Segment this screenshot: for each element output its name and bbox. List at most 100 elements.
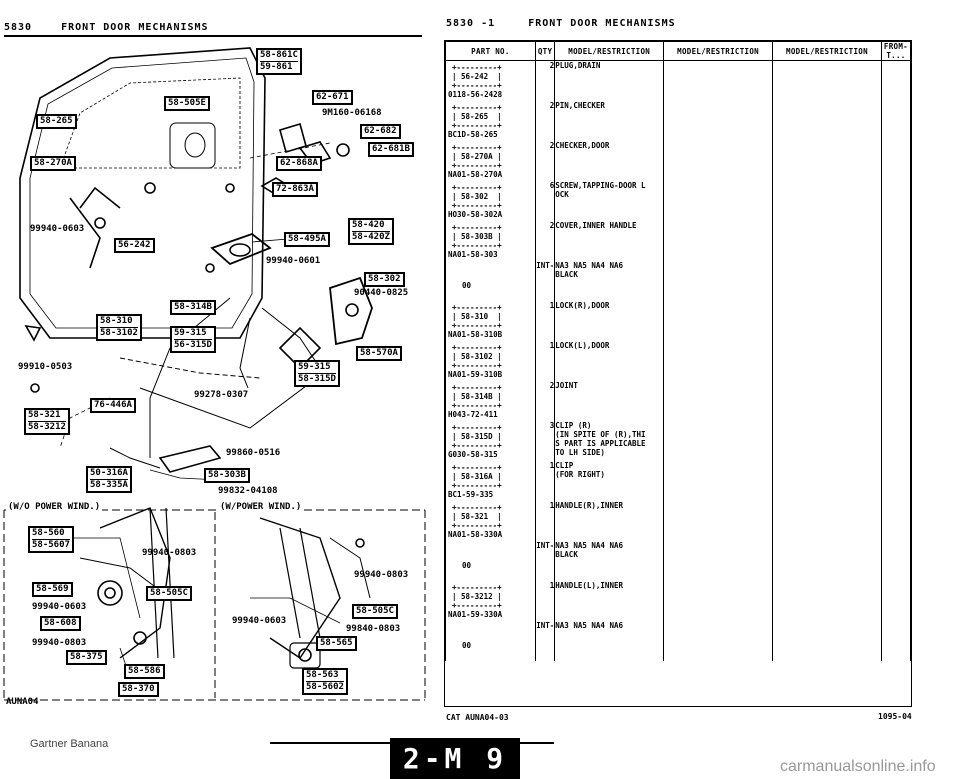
qty-cell: INT- bbox=[534, 261, 556, 301]
qty-cell: 1 bbox=[534, 301, 556, 341]
part-number: HO30-58-302A bbox=[448, 210, 503, 219]
empty-cell bbox=[663, 581, 774, 621]
parts-table-header: PART NO. QTY MODEL/RESTRICTION MODEL/RES… bbox=[445, 41, 912, 61]
empty-cell bbox=[663, 181, 774, 221]
empty-cell bbox=[880, 421, 912, 461]
ref-box-bottom: +---------+ bbox=[452, 161, 502, 170]
watermark-right: carmanualsonline.info bbox=[780, 758, 936, 775]
callout-62-868a: 62-868A bbox=[276, 156, 322, 171]
table-row: +---------+| 58-315D |+---------+G030-58… bbox=[445, 421, 912, 461]
description-cell: LOCK(L),DOOR bbox=[554, 341, 665, 381]
empty-cell bbox=[663, 461, 774, 501]
callout-99940-0603: 99940-0603 bbox=[30, 224, 85, 234]
callout-58-495a: 58-495A bbox=[284, 232, 330, 247]
empty-cell bbox=[880, 181, 912, 221]
part-number-cell: +---------+| 58-270A |+---------+NA01-58… bbox=[445, 141, 536, 181]
catalogue-code: AUNA04 bbox=[6, 697, 39, 707]
callout-62-671: 62-671 bbox=[312, 90, 353, 105]
empty-cell bbox=[663, 261, 774, 301]
empty-cell bbox=[880, 501, 912, 541]
callout-99940-0803: 99940-0803 bbox=[142, 548, 197, 558]
callout-62-681b: 62-681B bbox=[368, 142, 414, 157]
callout-99940-0603-power: 99940-0603 bbox=[232, 616, 287, 626]
empty-cell bbox=[663, 101, 774, 141]
empty-cell bbox=[772, 60, 882, 101]
ref-box-bottom: +---------+ bbox=[452, 81, 502, 90]
empty-cell bbox=[663, 341, 774, 381]
col-from-to: FROM-T... bbox=[880, 41, 912, 61]
ref-box-bottom: +---------+ bbox=[452, 601, 502, 610]
left-section-header: 5830 FRONT DOOR MECHANISMS bbox=[4, 22, 209, 33]
callout-58-505c: 58-505C bbox=[146, 586, 192, 601]
callout-99940-0603-lower: 99940-0603 bbox=[32, 602, 87, 612]
table-row: +---------+| 58-3102 |+---------+NA01-59… bbox=[445, 341, 912, 381]
description-cell: SCREW,TAPPING-DOOR L OCK bbox=[554, 181, 665, 221]
banner-rule-right bbox=[520, 742, 554, 744]
ref-number: | 58-310 | bbox=[452, 312, 502, 321]
ref-box-top: +---------+ bbox=[452, 423, 502, 432]
empty-cell bbox=[663, 141, 774, 181]
part-number: NA01-58-330A bbox=[448, 530, 503, 539]
part-number-cell: 00 bbox=[445, 541, 536, 581]
empty-cell bbox=[772, 621, 882, 661]
right-section-number: 5830 -1 bbox=[446, 18, 496, 29]
part-number: G030-58-315 bbox=[448, 450, 498, 459]
empty-cell bbox=[880, 261, 912, 301]
table-row: +---------+| 58-302 |+---------+HO30-58-… bbox=[445, 181, 912, 221]
ref-number: | 58-265 | bbox=[452, 112, 502, 121]
description-cell: NA3 NA5 NA4 NA6 bbox=[554, 621, 665, 661]
part-number-cell: +---------+| 58-315D |+---------+G030-58… bbox=[445, 421, 536, 461]
callout-90440-0825: 90440-0825 bbox=[354, 288, 409, 298]
table-row: +---------+| 58-265 |+---------+BC1D-58-… bbox=[445, 101, 912, 141]
empty-cell bbox=[772, 181, 882, 221]
part-number: 00 bbox=[462, 561, 472, 570]
ref-box-top: +---------+ bbox=[452, 183, 502, 192]
left-header-rule bbox=[4, 35, 422, 37]
empty-cell bbox=[663, 221, 774, 261]
ref-number: | 58-321 | bbox=[452, 512, 502, 521]
description-cell: NA3 NA5 NA4 NA6 BLACK bbox=[554, 261, 665, 301]
page-number: 2-M 9 bbox=[402, 742, 508, 775]
ref-number: | 58-316A | bbox=[452, 472, 502, 481]
description-cell: CLIP (R) (IN SPITE OF (R),THI S PART IS … bbox=[554, 421, 665, 461]
ref-box-bottom: +---------+ bbox=[452, 361, 502, 370]
ref-box-bottom: +---------+ bbox=[452, 241, 502, 250]
part-number: NA01-58-270A bbox=[448, 170, 503, 179]
table-row: +---------+| 58-316A |+---------+BC1-59-… bbox=[445, 461, 912, 501]
part-number: BC1D-58-265 bbox=[448, 130, 498, 139]
parts-list-panel: PART NO. QTY MODEL/RESTRICTION MODEL/RES… bbox=[444, 40, 912, 707]
watermark-left: Gartner Banana bbox=[30, 738, 109, 750]
empty-cell bbox=[772, 501, 882, 541]
empty-cell bbox=[663, 501, 774, 541]
ref-box-top: +---------+ bbox=[452, 383, 502, 392]
empty-cell bbox=[663, 541, 774, 581]
section-label-power-window: (W/POWER WIND.) bbox=[218, 502, 304, 512]
qty-cell: INT- bbox=[534, 541, 556, 581]
part-number: 00 bbox=[462, 641, 472, 650]
left-section-number: 5830 bbox=[4, 22, 33, 33]
section-label-manual-window: (W/O POWER WIND.) bbox=[6, 502, 103, 512]
page-number-banner: 2-M 9 bbox=[390, 738, 520, 779]
callout-58-565: 58-565 bbox=[316, 636, 357, 651]
ref-box-top: +---------+ bbox=[452, 583, 502, 592]
empty-cell bbox=[772, 421, 882, 461]
qty-cell: 2 bbox=[534, 381, 556, 421]
empty-cell bbox=[880, 221, 912, 261]
col-qty: QTY bbox=[534, 41, 556, 61]
callout-99940-0803-lower: 99940-0803 bbox=[32, 638, 87, 648]
description-cell: NA3 NA5 NA4 NA6 BLACK bbox=[554, 541, 665, 581]
callout-58-505c-power: 58-505C bbox=[352, 604, 398, 619]
ref-number: | 58-315D | bbox=[452, 432, 502, 441]
ref-box-bottom: +---------+ bbox=[452, 441, 502, 450]
empty-cell bbox=[663, 621, 774, 661]
diagram-linework bbox=[3, 47, 426, 701]
part-number-cell: +---------+| 58-3212 |+---------+NA01-59… bbox=[445, 581, 536, 621]
left-section-title: FRONT DOOR MECHANISMS bbox=[61, 22, 209, 33]
empty-cell bbox=[772, 141, 882, 181]
description-cell: PLUG,DRAIN bbox=[554, 60, 665, 101]
ref-box-top: +---------+ bbox=[452, 463, 502, 472]
